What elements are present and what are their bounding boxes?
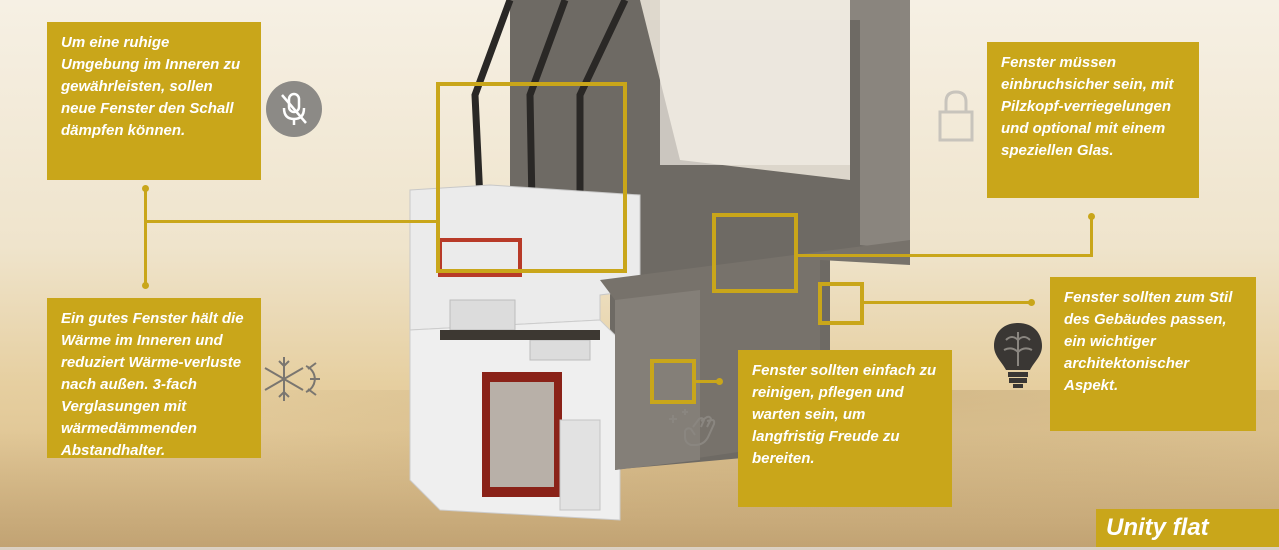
padlock-icon	[938, 90, 974, 142]
highlight-frame-glazing	[436, 82, 627, 273]
callout-burglary-protection: Fenster müssen einbruchsicher sein, mit …	[987, 42, 1199, 198]
callout-thermal-insulation: Ein gutes Fenster hält die Wärme im Inne…	[47, 298, 261, 459]
connector-dot-cleaning	[716, 378, 723, 385]
connector-line-security-h	[798, 254, 1093, 257]
connector-dot-security	[1088, 213, 1095, 220]
connector-line-sound-v	[144, 190, 147, 285]
window-profile-illustration	[409, 0, 910, 521]
highlight-frame-cleaning	[650, 359, 696, 404]
cleaning-hand-icon	[669, 409, 716, 446]
connector-line-style-h	[864, 301, 1032, 304]
highlight-frame-security	[712, 213, 798, 293]
connector-line-warmth-h	[144, 220, 440, 223]
connector-line-security-v	[1090, 218, 1093, 257]
model-label: Unity flat	[1096, 509, 1279, 547]
snowflake-sun-icon	[264, 357, 320, 401]
connector-dot-sound	[142, 185, 149, 192]
brain-lightbulb-icon	[994, 323, 1042, 388]
muted-microphone-icon	[266, 81, 322, 137]
callout-sound-insulation: Um eine ruhige Umgebung im Inneren zu ge…	[47, 22, 261, 180]
connector-dot-style	[1028, 299, 1035, 306]
connector-line-cleaning-h	[696, 380, 718, 383]
connector-dot-warmth	[142, 282, 149, 289]
callout-architectural-style: Fenster sollten zum Stil des Gebäudes pa…	[1050, 277, 1256, 431]
callout-easy-cleaning: Fenster sollten einfach zu reinigen, pfl…	[738, 350, 952, 507]
highlight-frame-style	[818, 282, 864, 325]
